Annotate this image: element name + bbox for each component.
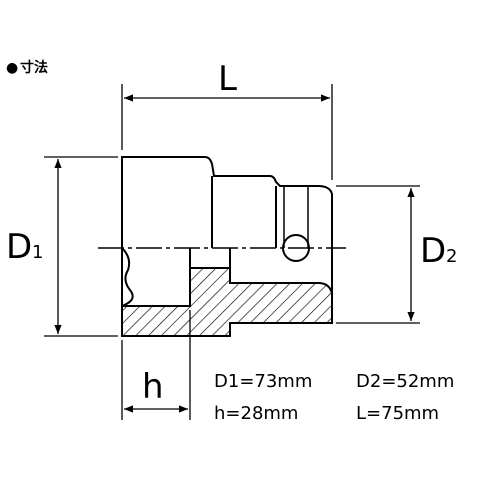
heading: ● 寸法	[6, 59, 48, 76]
spec-d2: D2=52mm	[356, 371, 454, 392]
pin-hole-lower	[282, 247, 310, 262]
label-D2: D	[420, 231, 446, 271]
hatched-section	[121, 267, 333, 337]
dimension-h: h	[121, 310, 191, 420]
spec-l: L=75mm	[356, 403, 439, 424]
spec-h: h=28mm	[214, 403, 298, 424]
dimension-D1: D 1	[6, 156, 118, 337]
dimension-L: L	[121, 59, 333, 180]
socket-outline	[121, 156, 333, 336]
label-D2-sub: 2	[446, 246, 457, 267]
label-L: L	[218, 59, 237, 99]
label-D1: D	[6, 227, 32, 267]
label-D1-sub: 1	[32, 242, 43, 263]
spec-d1: D1=73mm	[214, 371, 312, 392]
label-h: h	[142, 367, 164, 407]
dimension-D2: D 2	[336, 185, 457, 324]
pin-hole-icon	[282, 234, 310, 249]
heading-bullet: ●	[6, 60, 18, 76]
cross-section	[121, 247, 333, 337]
heading-text: 寸法	[20, 59, 48, 76]
body-outline	[121, 156, 333, 336]
spec-values: D1=73mm D2=52mm h=28mm L=75mm	[214, 371, 454, 424]
hex-bore-curve	[121, 247, 134, 307]
